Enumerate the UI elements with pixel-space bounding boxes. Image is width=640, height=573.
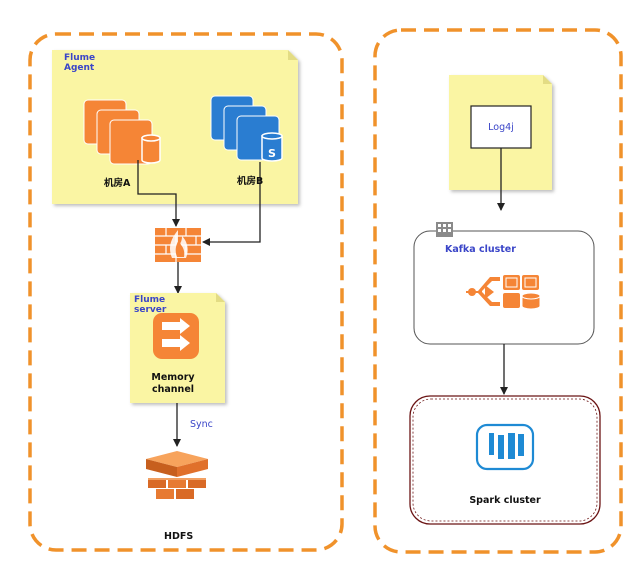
spark-icon [475,423,535,471]
edge-b-to-firewall [202,162,261,246]
node-a-label: 机房A [104,178,131,189]
memory-channel-label-line2: channel [151,384,195,395]
flume-server-title-line2: server [134,305,167,315]
memory-channel-icon [153,313,199,359]
server-cluster-a-icon [83,99,161,165]
log4j-label: Log4j [488,122,514,133]
edge-a-to-firewall [137,160,180,227]
hdfs-label: HDFS [164,531,194,542]
right-panel [373,28,623,554]
server-cluster-b-icon: S [210,95,283,162]
kafka-cluster-label: Kafka cluster [445,244,516,255]
cluster-grid-icon [436,222,453,237]
spark-cluster-inner-border [412,398,598,522]
flume-server-title-line1: Flume [134,295,166,305]
hdfs-icon [146,451,208,499]
sync-edge-label: Sync [190,419,213,430]
memory-channel-label-line1: Memory [151,372,195,383]
firewall-icon [155,228,201,262]
kafka-icon [466,275,541,310]
flume-agent-title-line1: Flume [64,53,96,63]
node-b-label: 机房B [237,176,264,187]
left-panel [28,32,344,552]
flume-agent-note [52,50,298,204]
log4j-box [470,105,532,149]
spark-cluster-label: Spark cluster [469,495,541,506]
svg-text:S: S [268,147,276,160]
flume-agent-title-line2: Agent [64,63,95,73]
